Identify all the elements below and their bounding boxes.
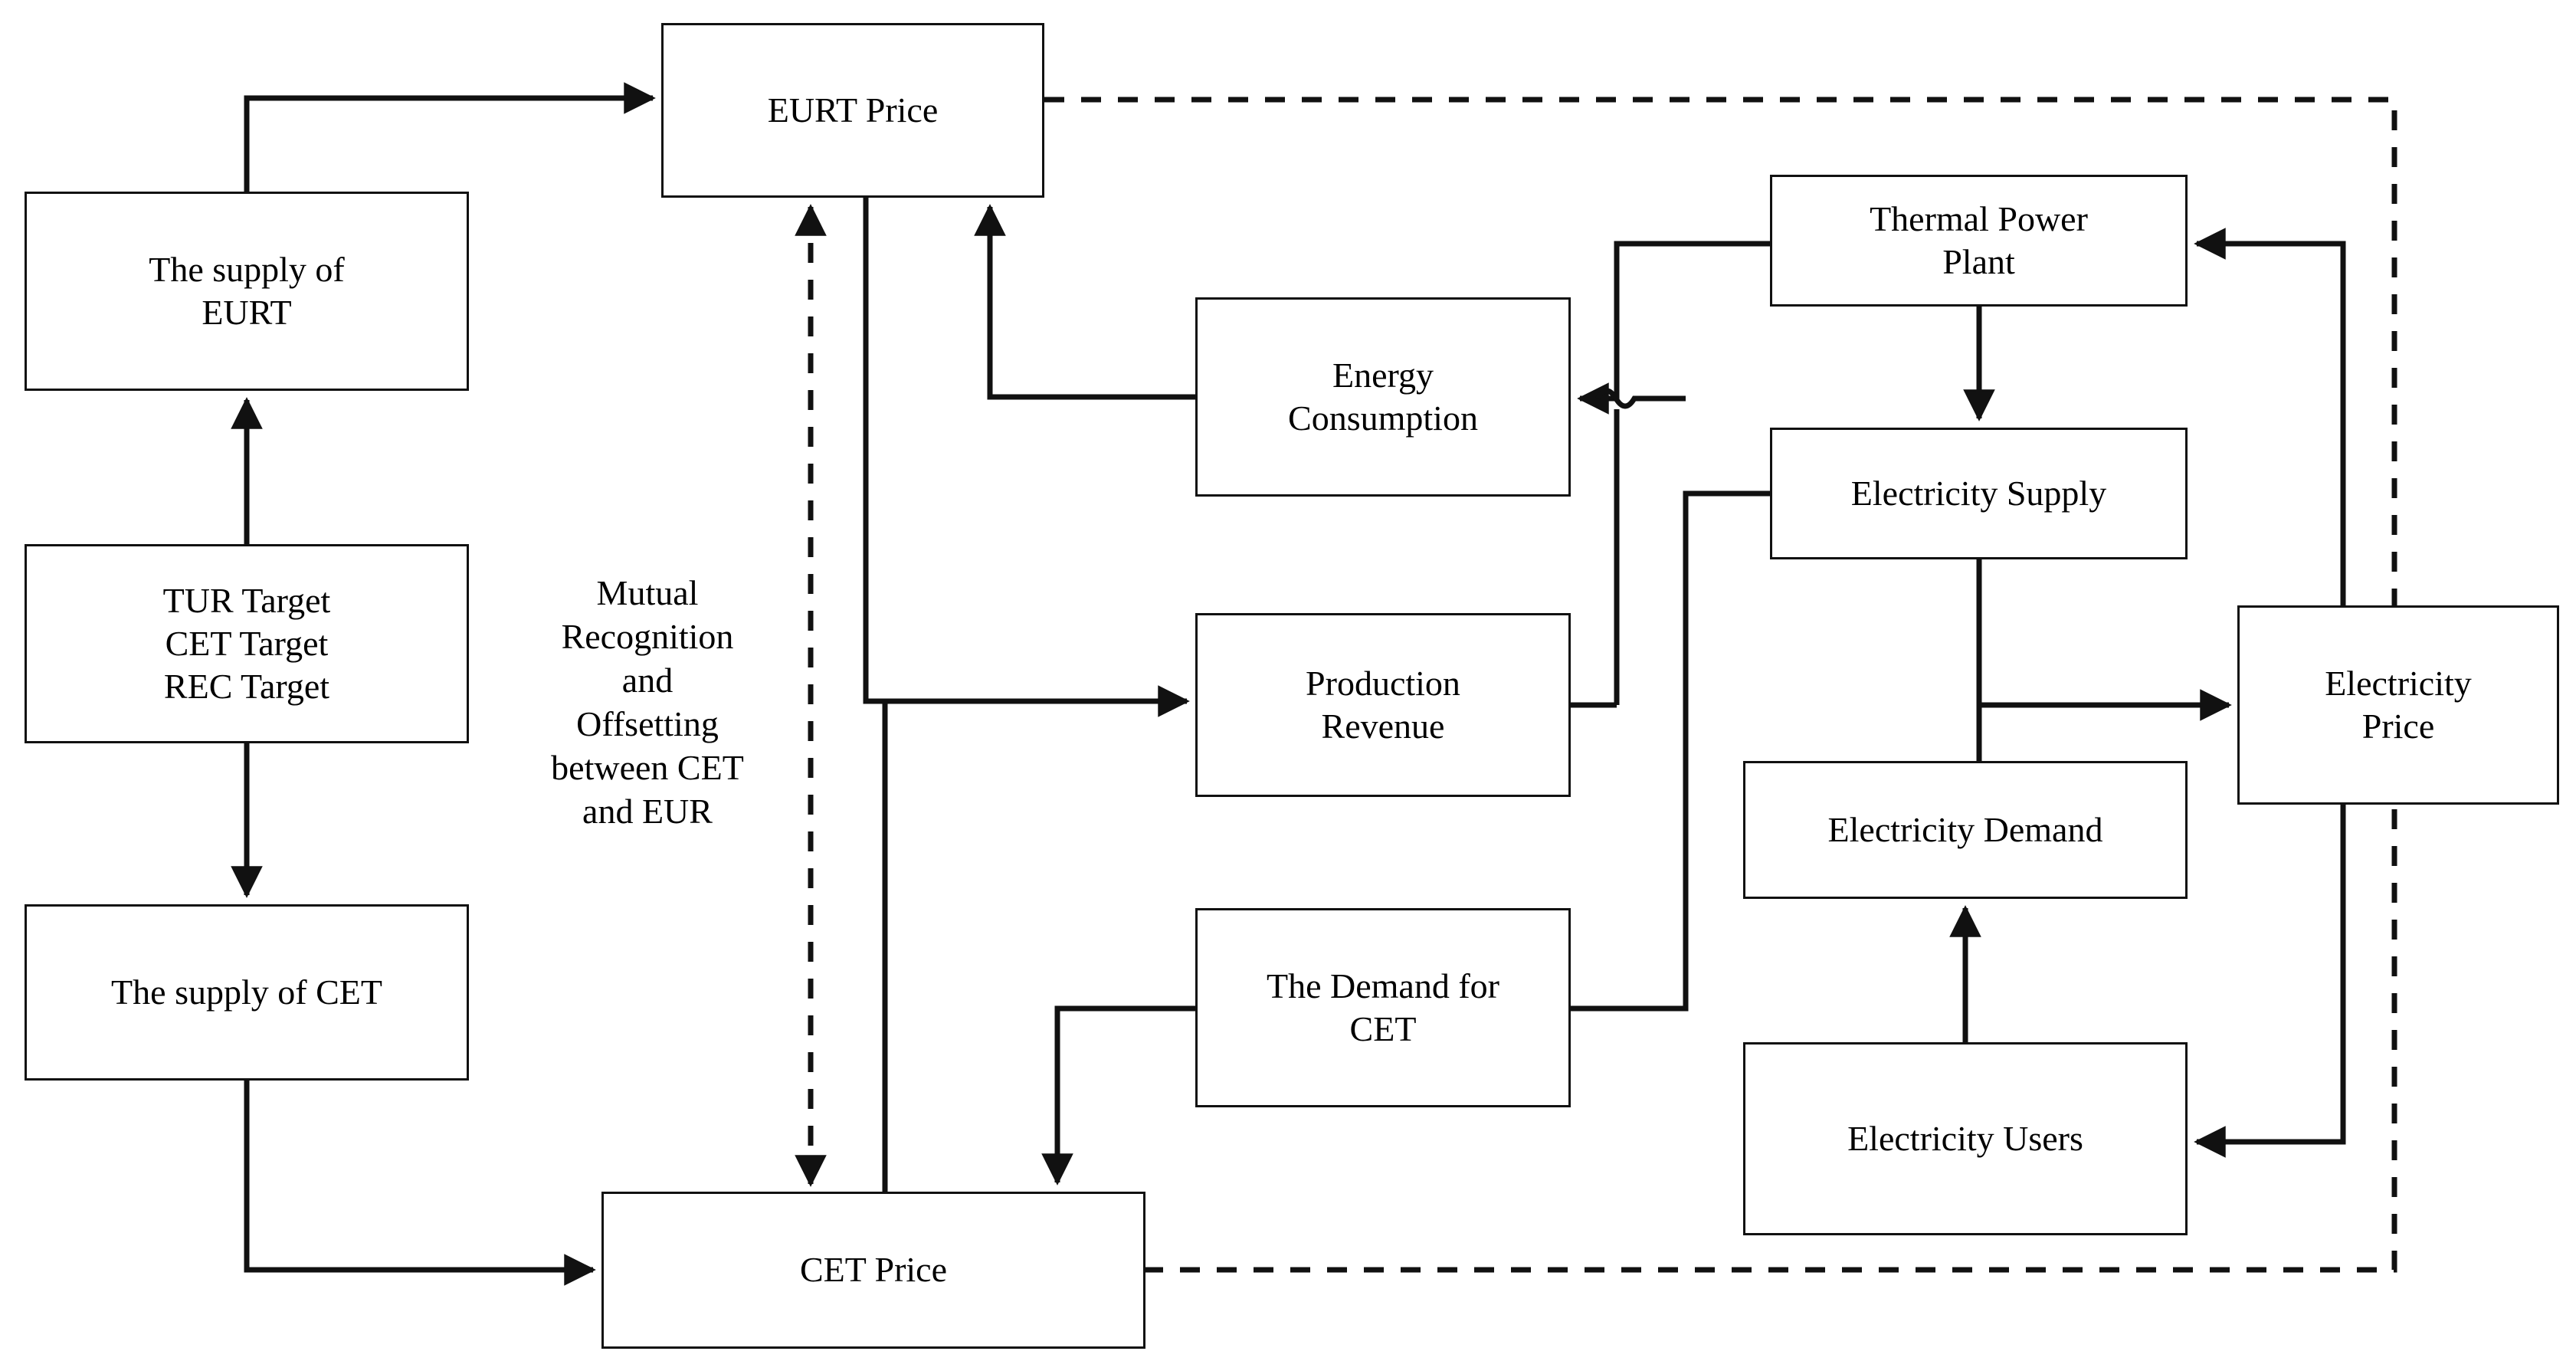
edge-energy-consumption-to-eurt-price bbox=[974, 204, 1195, 400]
edge-electricity-price-to-electricity-users bbox=[2194, 805, 2346, 1158]
edge-eurt-price-to-production-revenue bbox=[863, 198, 1190, 717]
edge-supply-of-eurt-to-eurt-price bbox=[244, 82, 656, 192]
node-electricity-supply[interactable]: Electricity Supply bbox=[1770, 428, 2188, 559]
edge-electricity-supply-to-demand-for-cet bbox=[1571, 490, 1770, 1012]
node-label: Electricity Supply bbox=[1850, 473, 2107, 513]
node-label: The supply of CET bbox=[111, 972, 382, 1012]
node-label: EURT Price bbox=[767, 90, 939, 130]
line-hop-icon bbox=[1594, 388, 1686, 409]
node-label: Electricity Users bbox=[1847, 1118, 2083, 1158]
edge-electricity-price-to-thermal-power-plant bbox=[2194, 228, 2346, 605]
node-electricity-users[interactable]: Electricity Users bbox=[1743, 1042, 2188, 1235]
node-supply-of-cet[interactable]: The supply of CET bbox=[25, 904, 469, 1081]
edge-thermal-power-plant-to-energy-consumption bbox=[1577, 241, 1770, 415]
node-cet-price[interactable]: CET Price bbox=[601, 1192, 1145, 1349]
node-label: CET Price bbox=[799, 1250, 948, 1290]
edge-demand-for-cet-to-cet-price bbox=[1041, 1005, 1195, 1186]
edge-eurt-price-to-cet-price-dashed-loop bbox=[1044, 97, 2397, 1273]
node-label: Electricity Demand bbox=[1827, 809, 2103, 849]
edge-supply-of-cet-to-cet-price bbox=[244, 1081, 596, 1286]
node-electricity-demand[interactable]: Electricity Demand bbox=[1743, 761, 2188, 899]
edge-electricity-supply-to-electricity-price bbox=[1976, 559, 2232, 721]
node-eurt-price[interactable]: EURT Price bbox=[661, 23, 1044, 198]
